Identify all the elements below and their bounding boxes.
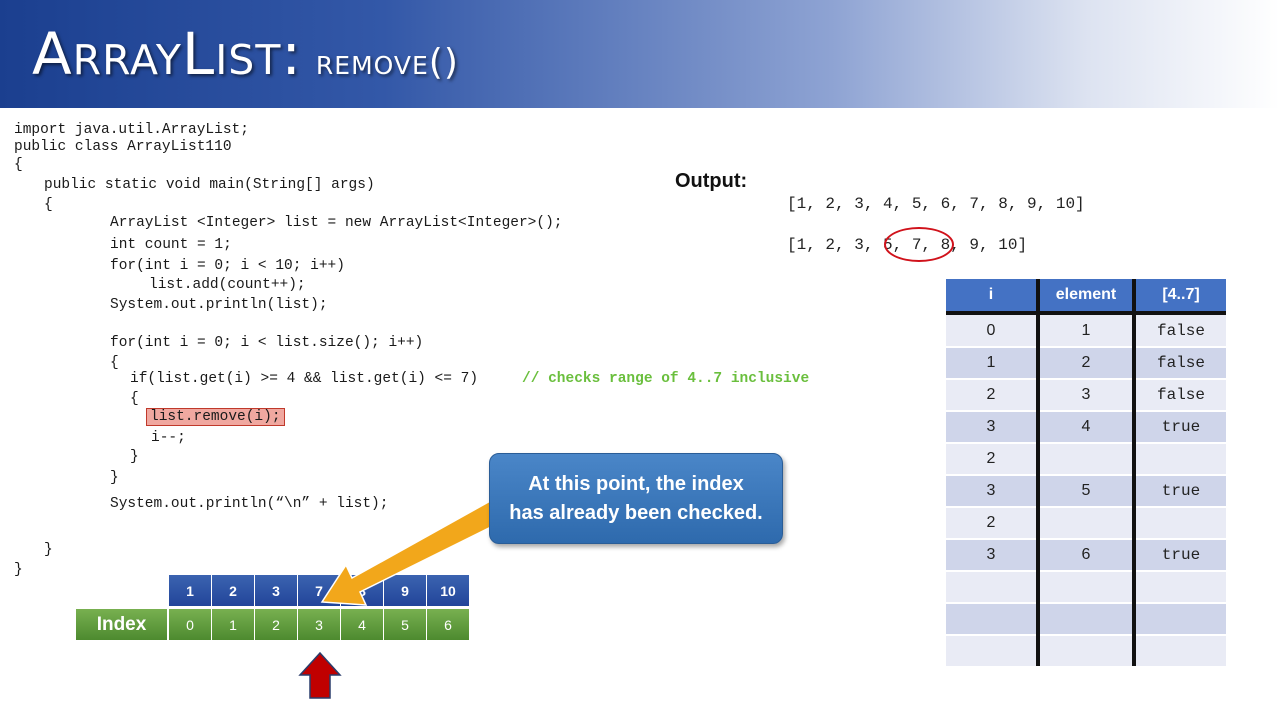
cell-i: 0 — [946, 312, 1038, 347]
cell-i — [946, 634, 1038, 666]
code-line: { — [110, 355, 119, 371]
code-line: { — [44, 197, 53, 213]
cell-i — [946, 602, 1038, 635]
cell-element — [1036, 506, 1134, 539]
table-row — [946, 634, 1226, 666]
cell-element — [1036, 634, 1134, 666]
cell-i: 3 — [946, 410, 1038, 443]
code-line: ArrayList <Integer> list = new ArrayList… — [110, 215, 563, 231]
cell-element: 2 — [1036, 346, 1134, 379]
code-line: } — [14, 562, 23, 578]
cell-i: 2 — [946, 442, 1038, 475]
cell-i — [946, 570, 1038, 603]
code-line: } — [44, 542, 53, 558]
cell-range — [1132, 634, 1226, 666]
code-line: } — [110, 470, 119, 486]
slide-title: ArrayList: remove() — [32, 20, 459, 88]
cell-range — [1132, 442, 1226, 475]
title-sub: remove() — [315, 42, 459, 83]
code-comment: // checks range of 4..7 inclusive — [522, 371, 810, 387]
cell-element: 4 — [1036, 410, 1134, 443]
cell-range — [1132, 506, 1226, 539]
cell-range: false — [1132, 346, 1226, 379]
cell-range — [1132, 570, 1226, 603]
code-line: { — [14, 157, 23, 173]
table-header-row: i element [4..7] — [946, 279, 1226, 315]
column-header-range: [4..7] — [1132, 279, 1226, 315]
cell-i: 2 — [946, 506, 1038, 539]
cell-element: 1 — [1036, 312, 1134, 347]
callout-line-2: has already been checked. — [509, 501, 763, 524]
code-line: } — [130, 449, 139, 465]
cell-element — [1036, 602, 1134, 635]
code-line: System.out.println(“\n” + list); — [110, 496, 389, 512]
cell-i: 3 — [946, 474, 1038, 507]
code-line: int count = 1; — [110, 237, 232, 253]
cell-range: true — [1132, 474, 1226, 507]
remove-highlight: list.remove(i); — [146, 408, 285, 426]
cell-range: false — [1132, 312, 1226, 347]
code-line: for(int i = 0; i < list.size(); i++) — [110, 335, 424, 351]
array-index-cell: 0 — [168, 608, 212, 641]
highlight-circle — [884, 227, 954, 262]
array-index-cell: 3 — [297, 608, 341, 641]
cell-range: true — [1132, 538, 1226, 571]
output-line-1: [1, 2, 3, 4, 5, 6, 7, 8, 9, 10] — [787, 195, 1085, 213]
code-line: public static void main(String[] args) — [44, 177, 375, 193]
title-main: ArrayList: — [32, 20, 302, 88]
callout-line-1: At this point, the index — [528, 472, 744, 495]
cell-i: 2 — [946, 378, 1038, 411]
index-label: Index — [75, 608, 168, 641]
array-value-cell: 10 — [426, 574, 470, 607]
table-row — [946, 570, 1226, 603]
output-label: Output: — [675, 170, 748, 192]
cell-element: 5 — [1036, 474, 1134, 507]
array-value-cell: 3 — [254, 574, 298, 607]
array-index-cell: 4 — [340, 608, 384, 641]
cell-range: true — [1132, 410, 1226, 443]
code-line: if(list.get(i) >= 4 && list.get(i) <= 7) — [130, 371, 479, 387]
up-arrow-icon — [298, 651, 342, 699]
code-line: public class ArrayList110 — [14, 139, 232, 155]
code-line: { — [130, 391, 139, 407]
column-header-element: element — [1036, 279, 1134, 315]
array-index-cell: 6 — [426, 608, 470, 641]
code-line: System.out.println(list); — [110, 297, 328, 313]
array-value-cell: 1 — [168, 574, 212, 607]
array-value-cell: 9 — [383, 574, 427, 607]
cell-range: false — [1132, 378, 1226, 411]
column-header-i: i — [946, 279, 1038, 315]
callout-box: At this point, the index has already bee… — [489, 453, 783, 544]
table-row — [946, 602, 1226, 635]
cell-element: 6 — [1036, 538, 1134, 571]
cell-element — [1036, 442, 1134, 475]
array-index-cell: 1 — [211, 608, 255, 641]
cell-element: 3 — [1036, 378, 1134, 411]
cell-i: 3 — [946, 538, 1038, 571]
cell-element — [1036, 570, 1134, 603]
code-line: list.add(count++); — [149, 277, 306, 293]
code-line: for(int i = 0; i < 10; i++) — [110, 258, 345, 274]
code-line-highlighted: list.remove(i); — [146, 408, 285, 426]
header-banner: ArrayList: remove() — [0, 0, 1280, 108]
cell-i: 1 — [946, 346, 1038, 379]
array-value-cell: 2 — [211, 574, 255, 607]
table-row: 2 — [946, 442, 1226, 475]
table-row: 2 — [946, 506, 1226, 539]
callout-arrow-icon — [320, 498, 505, 606]
code-line: import java.util.ArrayList; — [14, 122, 249, 138]
cell-range — [1132, 602, 1226, 635]
code-line: i--; — [151, 430, 186, 446]
